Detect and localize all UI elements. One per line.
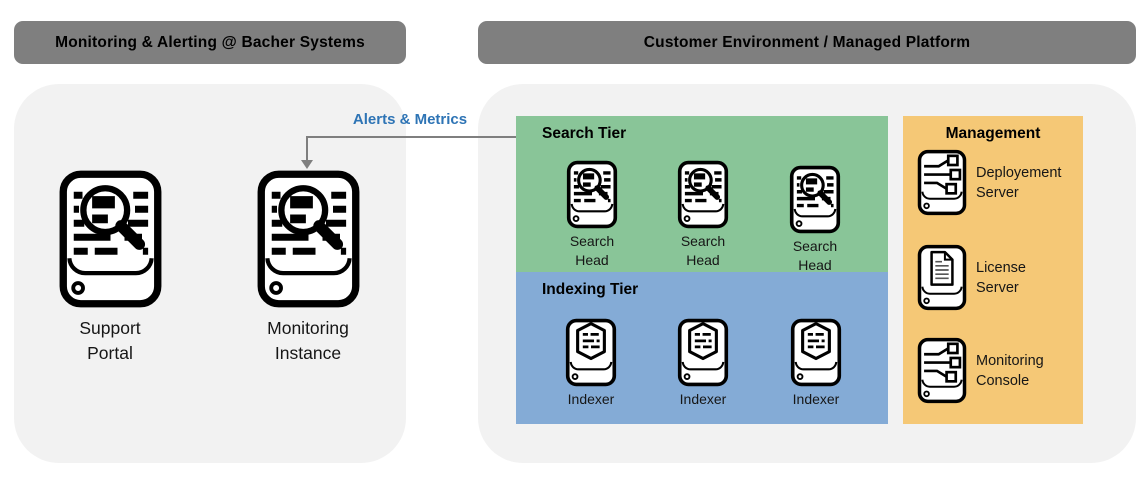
indexer-node: Indexer: [774, 318, 858, 409]
indexer-label: Indexer: [567, 391, 615, 407]
indexer-hexagon-appliance-icon: [790, 318, 842, 387]
indexing-tier-title: Indexing Tier: [542, 281, 639, 298]
indexing-tier-box: Indexing Tier Indexer Indexer Indexer: [516, 272, 888, 424]
indexer-node: Indexer: [661, 318, 745, 409]
license-server-node: License Server: [917, 244, 1081, 311]
support-portal-label: Support Portal: [79, 318, 141, 363]
search-head-label: Search Head: [569, 233, 615, 268]
header-bacher-systems-label: Monitoring & Alerting @ Bacher Systems: [55, 33, 365, 51]
arrow-down-icon: [301, 160, 313, 169]
alerts-metrics-label: Alerts & Metrics: [352, 111, 468, 128]
indexer-hexagon-appliance-icon: [565, 318, 617, 387]
deployment-server-label: Deployement Server: [976, 164, 1062, 201]
deployment-topology-appliance-icon: [917, 149, 967, 216]
header-customer-environment: Customer Environment / Managed Platform: [478, 21, 1136, 64]
search-document-appliance-icon: [256, 169, 361, 309]
management-box: Management Deployement Server License Se…: [903, 116, 1083, 424]
header-bacher-systems: Monitoring & Alerting @ Bacher Systems: [14, 21, 406, 64]
search-document-appliance-icon: [58, 169, 163, 309]
indexer-hexagon-appliance-icon: [677, 318, 729, 387]
search-head-node: Search Head: [773, 165, 857, 275]
search-document-appliance-icon: [677, 160, 729, 229]
alerts-metrics-connector-vertical-line: [306, 136, 308, 161]
search-head-node: Search Head: [661, 160, 745, 270]
indexer-node: Indexer: [549, 318, 633, 409]
search-tier-box: Search Tier Search Head Search Head Sear…: [516, 116, 888, 275]
monitoring-console-node: Monitoring Console: [917, 337, 1081, 404]
license-document-appliance-icon: [917, 244, 967, 311]
deployment-topology-appliance-icon: [917, 337, 967, 404]
support-portal-node: Support Portal: [42, 169, 178, 366]
search-head-label: Search Head: [680, 233, 726, 268]
monitoring-instance-label: Monitoring Instance: [267, 318, 349, 363]
deployment-server-node: Deployement Server: [917, 149, 1081, 216]
search-head-node: Search Head: [550, 160, 634, 270]
alerts-metrics-connector-horizontal-line: [306, 136, 516, 138]
monitoring-console-label: Monitoring Console: [976, 352, 1044, 389]
header-customer-environment-label: Customer Environment / Managed Platform: [643, 33, 971, 51]
management-title: Management: [945, 125, 1041, 142]
monitoring-instance-node: Monitoring Instance: [240, 169, 376, 366]
search-document-appliance-icon: [789, 165, 841, 234]
search-document-appliance-icon: [566, 160, 618, 229]
license-server-label: License Server: [976, 259, 1026, 296]
indexer-label: Indexer: [792, 391, 840, 407]
search-head-label: Search Head: [792, 238, 838, 273]
indexer-label: Indexer: [679, 391, 727, 407]
search-tier-title: Search Tier: [542, 125, 627, 142]
